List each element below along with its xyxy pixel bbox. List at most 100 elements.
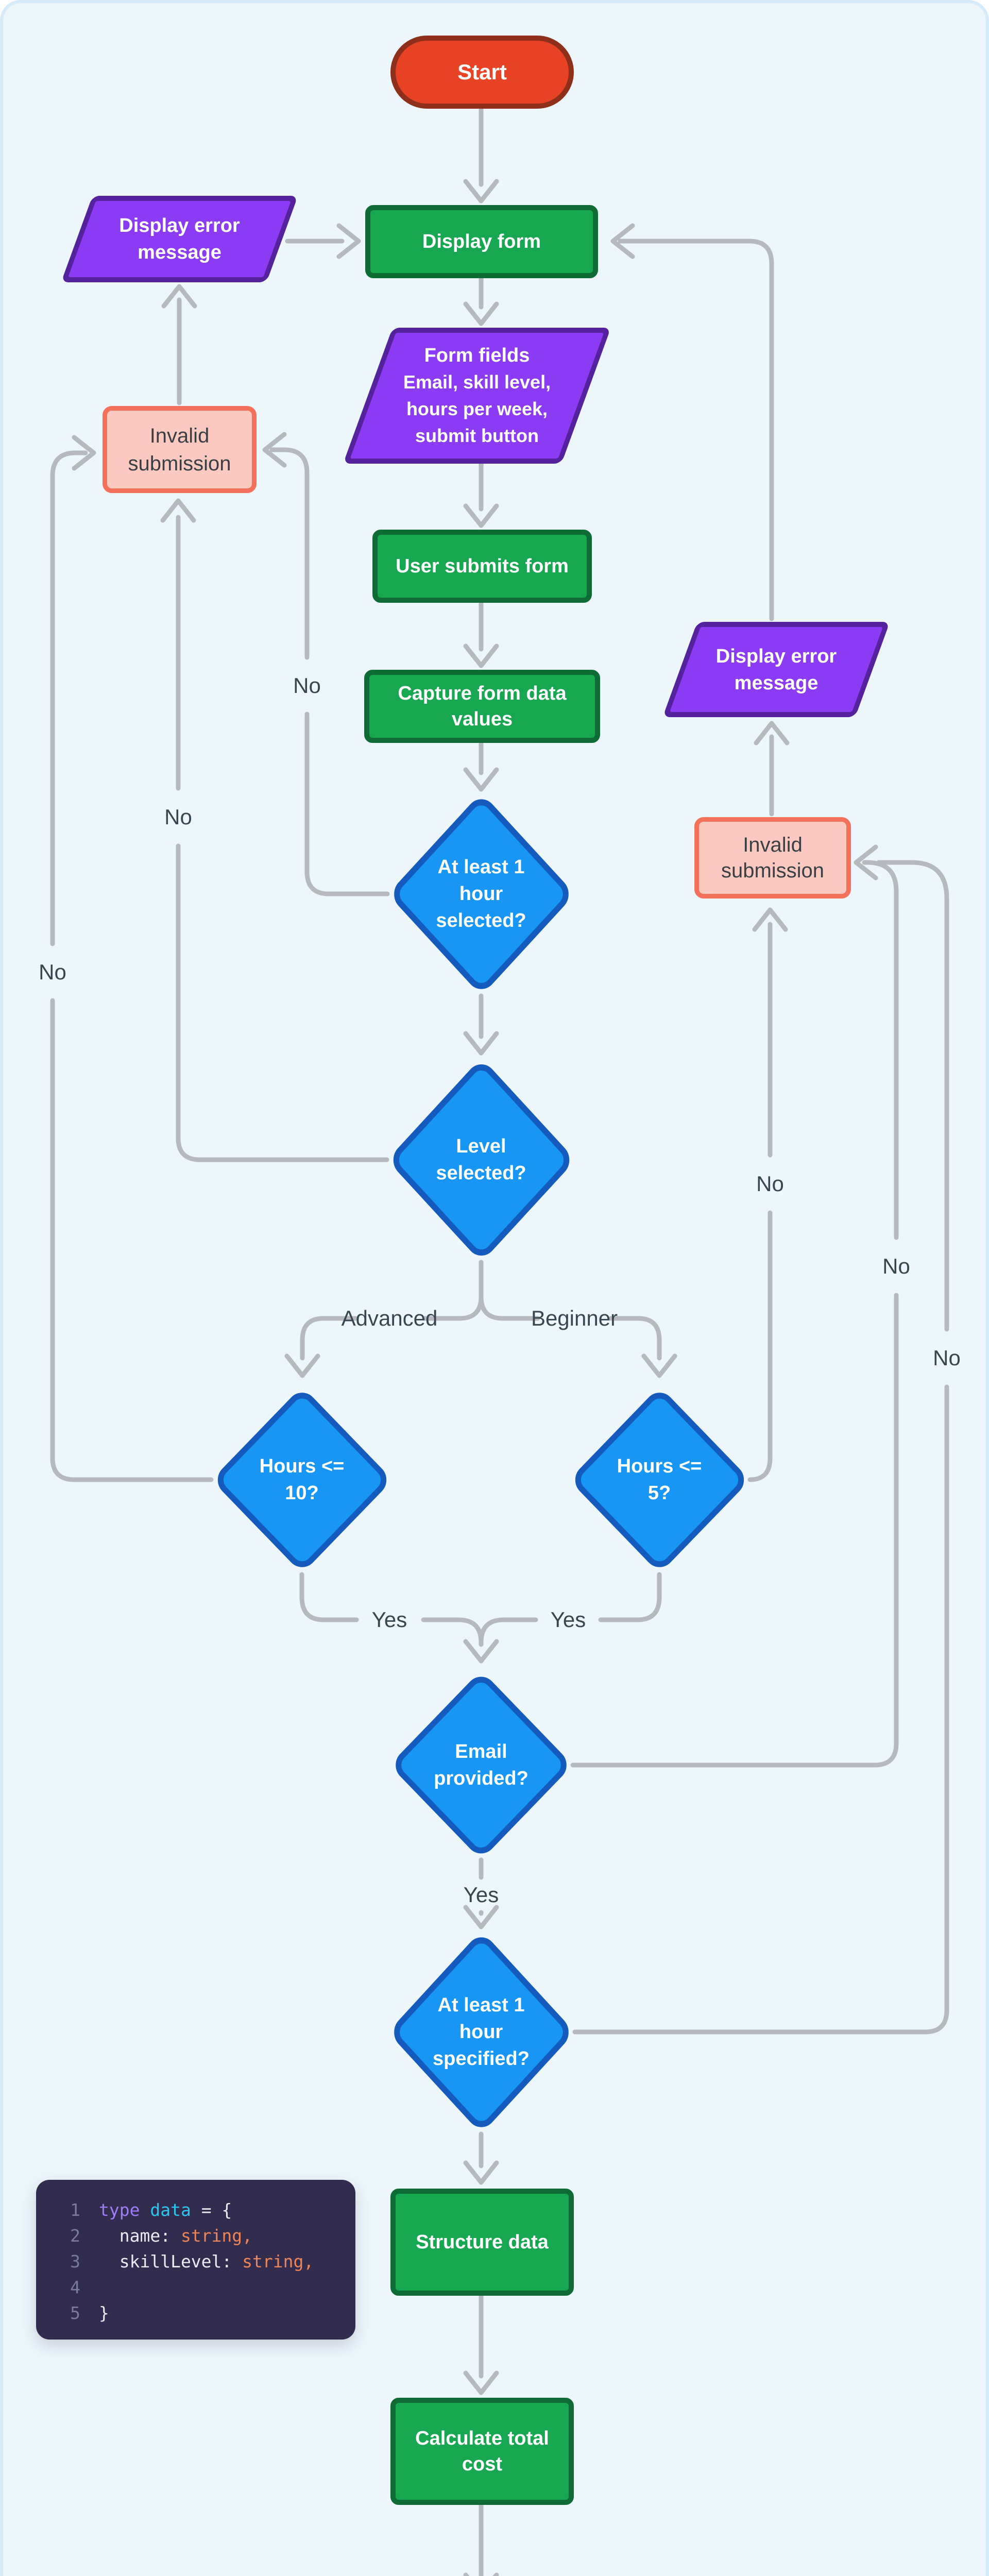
decision-line: Hours <= bbox=[617, 1455, 702, 1477]
node-calculate-line: Calculate total bbox=[415, 2428, 549, 2449]
node-calculate-total-cost: Calculate total cost bbox=[390, 2398, 574, 2505]
edge-level-beginner bbox=[479, 1260, 677, 1378]
edge-label-yes-left: Yes bbox=[371, 1607, 407, 1632]
node-structure-data: Structure data bbox=[390, 2189, 574, 2296]
edge-calculate-displaytotal bbox=[463, 2502, 499, 2576]
edge-label-beginner: Beginner bbox=[531, 1306, 618, 1330]
code-line: 2 name: string, bbox=[36, 2223, 355, 2249]
decision-level-selected: Level selected? bbox=[386, 1057, 576, 1263]
edge-label-yes-right: Yes bbox=[550, 1607, 586, 1632]
decision-line: Hours <= bbox=[259, 1455, 345, 1477]
node-structure-data-label: Structure data bbox=[416, 2231, 549, 2253]
code-line-source: } bbox=[99, 2303, 109, 2323]
node-start: Start bbox=[390, 36, 574, 109]
decision-hour-specified: At least 1 hour specified? bbox=[387, 1930, 575, 2134]
node-form-fields-line: hours per week, bbox=[406, 398, 548, 419]
decision-hour-selected: At least 1 hour selected? bbox=[387, 792, 575, 996]
code-line: 1 type data = { bbox=[36, 2197, 355, 2223]
edge-label-advanced: Advanced bbox=[341, 1306, 438, 1330]
edge-email-yes bbox=[463, 1857, 499, 1929]
node-display-form: Display form bbox=[365, 205, 598, 278]
edge-invalidright-displayerror bbox=[754, 721, 790, 817]
node-display-error-right-line: message bbox=[734, 672, 819, 694]
decision-line: 5? bbox=[647, 1482, 671, 1504]
flow-connectors bbox=[50, 106, 949, 2576]
node-capture-form-data: Capture form data values bbox=[364, 670, 600, 743]
decision-hours-5: Hours <= 5? bbox=[568, 1385, 751, 1574]
node-display-error-left: Display error message bbox=[61, 196, 298, 282]
edge-label-no-hour-selected: No bbox=[293, 673, 321, 698]
node-form-fields-line: submit button bbox=[415, 425, 539, 446]
decision-line: At least 1 bbox=[437, 856, 525, 878]
code-line: 4 bbox=[36, 2275, 355, 2300]
edge-hourselected-levelselected bbox=[463, 993, 499, 1056]
edge-displayform-formfields bbox=[463, 276, 499, 326]
edge-hourspecified-structure bbox=[463, 2131, 499, 2185]
node-user-submits-form: User submits form bbox=[372, 530, 592, 603]
decision-email-provided: Email provided? bbox=[389, 1670, 573, 1860]
node-user-submits-label: User submits form bbox=[396, 555, 569, 577]
edge-hours5-no bbox=[747, 907, 788, 1482]
node-display-error-left-line: Display error bbox=[119, 215, 240, 236]
node-display-error-right: Display error message bbox=[662, 622, 890, 717]
edge-invalidleft-displayerror bbox=[161, 284, 197, 405]
edge-structure-calculate bbox=[463, 2293, 499, 2395]
code-line: 5} bbox=[36, 2300, 355, 2326]
edge-displayerrorleft-displayform bbox=[285, 223, 361, 259]
node-invalid-right-line: Invalid bbox=[743, 834, 803, 856]
edge-label-yes-center: Yes bbox=[463, 1883, 499, 1907]
decision-line: provided? bbox=[434, 1768, 528, 1789]
node-start-label: Start bbox=[457, 60, 507, 84]
edge-usersubmits-capture bbox=[463, 600, 499, 668]
node-display-form-label: Display form bbox=[422, 231, 541, 252]
edge-levelselected-no bbox=[160, 498, 389, 1162]
edge-label-no-hour-specified: No bbox=[933, 1346, 961, 1370]
decision-hours-10: Hours <= 10? bbox=[211, 1385, 393, 1574]
code-line-source: type data = { bbox=[99, 2200, 232, 2220]
decision-line: 10? bbox=[285, 1482, 319, 1504]
edge-label-no-level-selected: No bbox=[164, 805, 192, 829]
decision-line: hour bbox=[459, 2021, 503, 2043]
decision-line: selected? bbox=[436, 910, 526, 931]
edge-label-no-hours-10: No bbox=[39, 960, 66, 984]
edge-hours10-no bbox=[50, 435, 214, 1482]
node-form-fields: Form fields Email, skill level, hours pe… bbox=[343, 328, 611, 464]
code-line-source: skillLevel: string, bbox=[99, 2251, 314, 2272]
node-invalid-left-line: submission bbox=[128, 452, 231, 475]
node-display-error-left-line: message bbox=[138, 242, 221, 263]
code-line-number: 5 bbox=[70, 2303, 80, 2323]
code-line-number: 1 bbox=[70, 2200, 80, 2220]
edge-capture-hourselected bbox=[463, 740, 499, 792]
edge-email-no bbox=[570, 844, 899, 1768]
edge-displayerrorright-displayform bbox=[610, 223, 774, 621]
node-form-fields-title: Form fields bbox=[424, 345, 530, 366]
code-line-source: name: string, bbox=[99, 2226, 253, 2246]
decision-line: selected? bbox=[436, 1162, 526, 1184]
edge-start-displayform bbox=[463, 106, 499, 204]
decision-line: hour bbox=[459, 883, 503, 905]
edge-label-no-email: No bbox=[882, 1254, 910, 1278]
code-line-source bbox=[80, 2275, 99, 2300]
edge-hourselected-no bbox=[262, 432, 390, 896]
edge-hours5-yes bbox=[463, 1572, 662, 1664]
node-invalid-submission-left: Invalid submission bbox=[103, 406, 257, 493]
decision-line: specified? bbox=[433, 2048, 530, 2070]
node-form-fields-line: Email, skill level, bbox=[403, 371, 551, 393]
code-line-number: 2 bbox=[70, 2226, 80, 2246]
node-capture-form-label: Capture form data values bbox=[398, 683, 567, 730]
edge-hourspecified-no bbox=[572, 860, 949, 2035]
code-line-number: 3 bbox=[70, 2251, 80, 2272]
decision-line: At least 1 bbox=[437, 1994, 525, 2016]
decision-line: Email bbox=[455, 1741, 507, 1762]
node-invalid-right-line: submission bbox=[721, 859, 825, 882]
node-display-error-right-line: Display error bbox=[715, 645, 837, 667]
node-calculate-line: cost bbox=[462, 2453, 503, 2475]
node-invalid-left-line: Invalid bbox=[149, 424, 210, 447]
edge-formfields-usersubmits bbox=[463, 461, 499, 528]
code-line-number: 4 bbox=[70, 2277, 80, 2297]
code-line: 3 skillLevel: string, bbox=[36, 2249, 355, 2275]
decision-line: Level bbox=[456, 1136, 506, 1157]
edge-label-no-hours-5: No bbox=[756, 1172, 784, 1196]
